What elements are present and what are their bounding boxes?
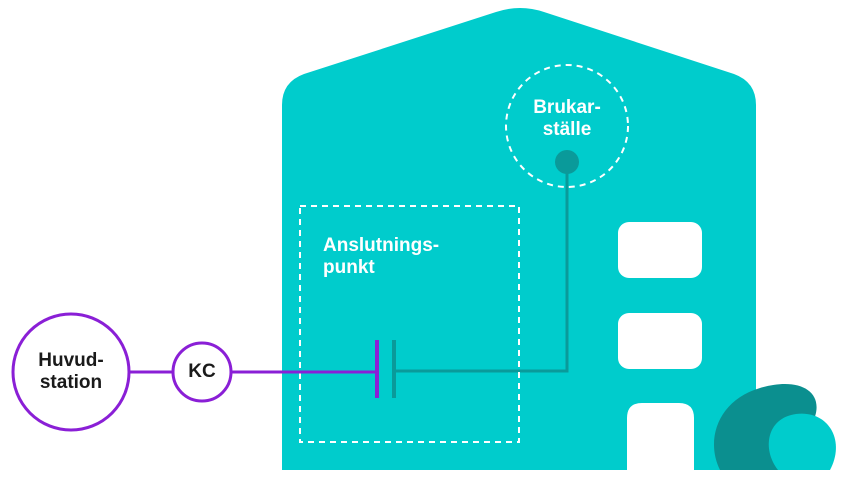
brukarstalle-boundary [505,64,629,188]
window-middle [618,313,702,369]
anslutningspunkt-label: Anslutnings- punkt [323,235,439,279]
anslutningspunkt-label-line2: punkt [323,256,375,278]
brukarstalle-node [555,150,579,174]
window-top [618,222,702,278]
door [627,403,694,470]
anslutningspunkt-boundary [299,205,520,443]
brukarstalle-label: Brukar- ställe [530,97,604,141]
kc-label: KC [188,361,216,382]
huvudstation-node [11,312,131,432]
shrub-light [768,413,836,470]
huvudstation-label-line2: station [39,371,103,393]
huvudstation-label: Huvud- station [21,350,121,394]
service-line [395,162,569,373]
brukarstalle-label-line1: Brukar- [533,97,601,118]
kc-node [171,341,233,403]
anslutningspunkt-label-line1: Anslutnings- [323,235,440,256]
brukarstalle-label-line2: ställe [542,118,592,140]
huvudstation-label-line1: Huvud- [38,350,104,371]
